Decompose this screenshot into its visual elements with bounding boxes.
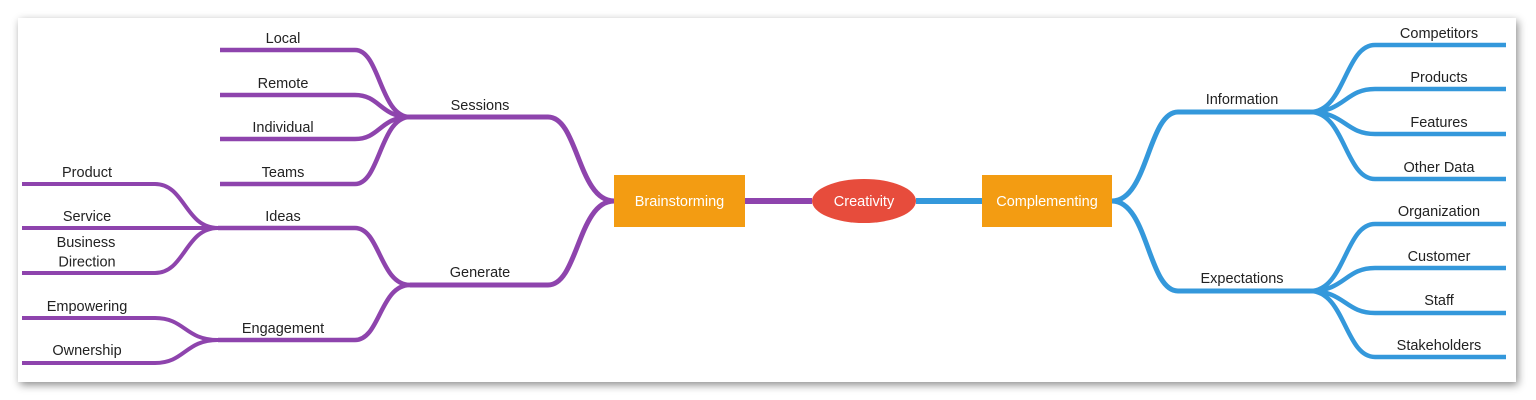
edges-layer — [22, 42, 1506, 365]
edge-information-features — [1309, 109, 1506, 137]
edge-generate-engagement — [218, 282, 411, 343]
edge-sessions-remote — [220, 92, 411, 120]
edge-engagement-ownership — [22, 338, 219, 365]
leaf-features[interactable]: Features — [1410, 115, 1467, 131]
main-node-complementing-label: Complementing — [996, 194, 1098, 210]
edge-brainstorming-generate — [410, 198, 615, 288]
edge-sessions-individual — [220, 114, 411, 142]
main-node-complementing[interactable] — [982, 175, 1112, 227]
leaf-remote[interactable]: Remote — [258, 76, 309, 92]
leaf-organization[interactable]: Organization — [1398, 204, 1480, 220]
edge-expectations-stakeholders — [1309, 288, 1506, 360]
leaf-products[interactable]: Products — [1410, 70, 1467, 86]
topic-sessions[interactable]: Sessions — [451, 98, 510, 114]
leaf-teams[interactable]: Teams — [262, 165, 305, 181]
leaf-other-data[interactable]: Other Data — [1404, 160, 1476, 176]
topic-expectations[interactable]: Expectations — [1200, 271, 1283, 287]
topic-engagement[interactable]: Engagement — [242, 321, 324, 337]
leaf-business-direction-line1: Business — [57, 235, 116, 251]
edge-sessions-teams — [220, 114, 411, 187]
edge-ideas-product — [22, 182, 219, 230]
edge-complementing-expectations — [1111, 198, 1310, 294]
topic-generate[interactable]: Generate — [450, 265, 510, 281]
leaf-product[interactable]: Product — [62, 165, 112, 181]
leaf-business-direction[interactable]: Business Direction — [57, 235, 120, 271]
edge-complementing-information — [1111, 109, 1310, 204]
nodes-layer: Creativity Brainstorming Complementing S… — [47, 26, 1482, 359]
topic-ideas[interactable]: Ideas — [265, 209, 300, 225]
leaf-competitors[interactable]: Competitors — [1400, 26, 1478, 42]
edge-information-other-data — [1309, 109, 1506, 182]
leaf-service[interactable]: Service — [63, 209, 111, 225]
topic-information[interactable]: Information — [1206, 92, 1279, 108]
edge-engagement-empowering — [22, 316, 219, 342]
main-node-brainstorming[interactable] — [614, 175, 745, 227]
center-node-creativity[interactable] — [812, 179, 916, 223]
edge-brainstorming-sessions — [410, 114, 615, 204]
main-node-brainstorming-label: Brainstorming — [635, 194, 724, 210]
edge-expectations-staff — [1309, 288, 1506, 316]
leaf-business-direction-line2: Direction — [58, 255, 115, 271]
leaf-stakeholders[interactable]: Stakeholders — [1397, 338, 1482, 354]
leaf-individual[interactable]: Individual — [252, 120, 313, 136]
center-node-label: Creativity — [834, 194, 895, 210]
edge-generate-ideas — [218, 225, 411, 288]
leaf-staff[interactable]: Staff — [1424, 293, 1455, 309]
leaf-empowering[interactable]: Empowering — [47, 299, 128, 315]
leaf-local[interactable]: Local — [266, 31, 301, 47]
leaf-customer[interactable]: Customer — [1408, 249, 1471, 265]
leaf-ownership[interactable]: Ownership — [52, 343, 121, 359]
edge-ideas-business-direction — [22, 226, 219, 275]
